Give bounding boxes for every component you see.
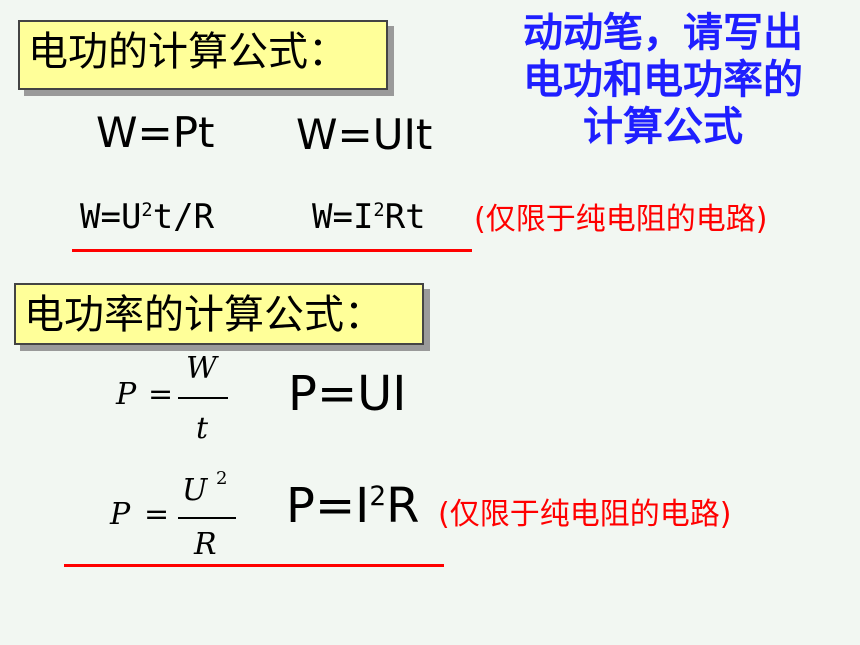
- red-underline: [64, 564, 444, 567]
- electric-work-title: 电功的计算公式：: [18, 20, 388, 90]
- pure-resistance-note: (仅限于纯电阻的电路): [474, 202, 768, 237]
- red-underline: [72, 249, 472, 252]
- pure-resistance-note: (仅限于纯电阻的电路): [438, 497, 732, 532]
- formula-part: t/R: [152, 197, 215, 237]
- exponent: 2: [141, 199, 153, 221]
- formula-p-i2r: P=I2R: [286, 482, 419, 530]
- exponent: 2: [369, 480, 387, 512]
- prompt-text: 动动笔，请写出电功和电功率的计算公式: [523, 10, 803, 150]
- frac-numerator: U: [182, 473, 208, 508]
- formula-w-i2rt: W=I2Rt: [312, 200, 426, 234]
- exponent: 2: [216, 468, 228, 489]
- formula-w-pt: W=Pt: [96, 108, 215, 157]
- formula-part: W=U: [80, 197, 142, 237]
- formula-part: Rt: [384, 197, 426, 237]
- formula-w-uit: W=UIt: [296, 110, 433, 159]
- formula-w-u2t-r: W=U2t/R: [80, 200, 214, 234]
- electric-power-title: 电功率的计算公式：: [14, 283, 424, 345]
- frac-denominator: t: [196, 411, 209, 446]
- frac-lhs: P: [110, 497, 131, 532]
- fraction-bar: [178, 397, 228, 399]
- formula-part: R: [386, 478, 420, 534]
- frac-denominator: R: [194, 527, 217, 562]
- formula-part: W=I: [312, 197, 374, 237]
- fraction-bar: [178, 517, 236, 519]
- frac-equals: =: [144, 497, 170, 532]
- formula-part: P=I: [286, 478, 370, 534]
- frac-equals: =: [148, 377, 174, 412]
- frac-lhs: P: [116, 377, 137, 412]
- formula-p-ui: P=UI: [288, 366, 407, 422]
- frac-numerator: W: [186, 351, 217, 386]
- exponent: 2: [373, 199, 385, 221]
